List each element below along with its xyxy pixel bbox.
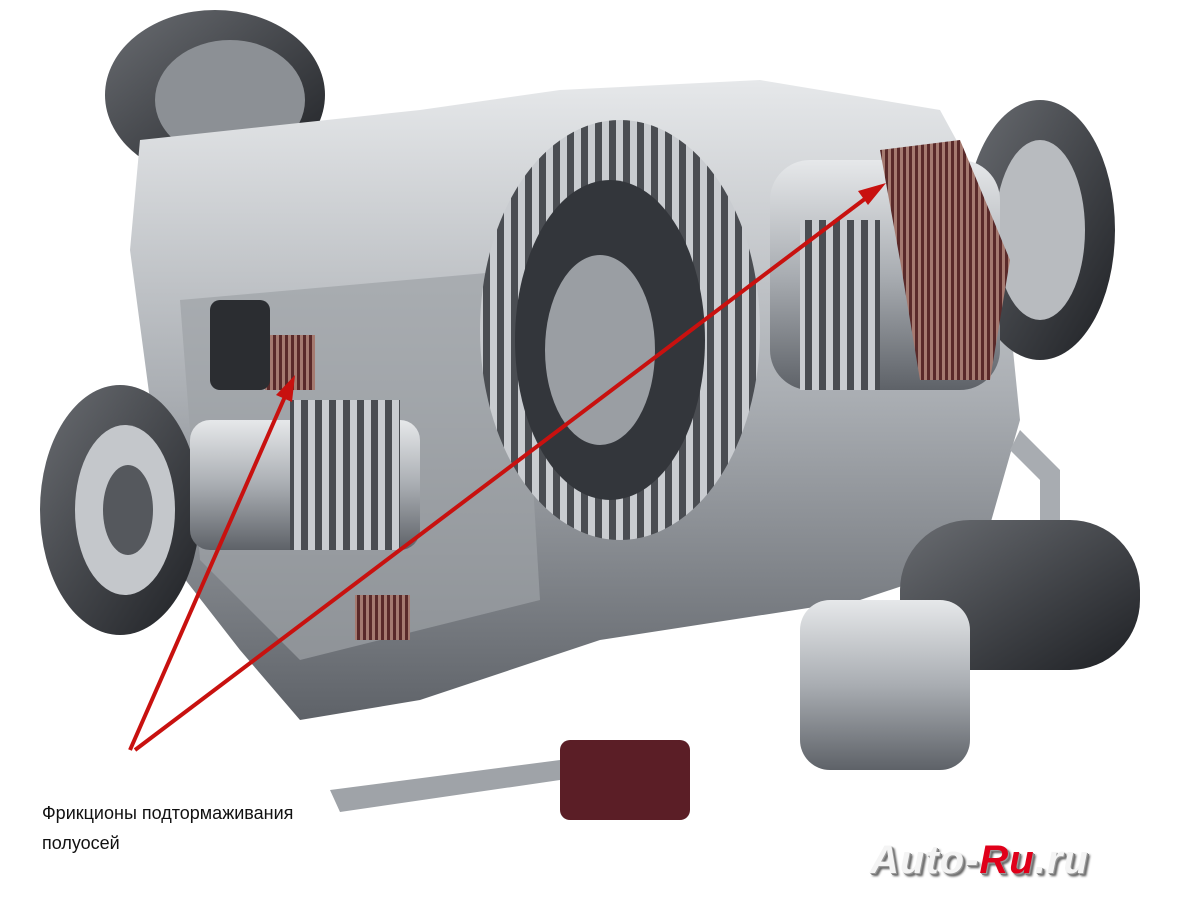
caption-line-2: полуосей	[42, 833, 120, 853]
watermark-part-2: Ru	[979, 838, 1035, 882]
ring-gear	[480, 120, 760, 540]
watermark-part-1: Auto-	[870, 838, 980, 882]
pointer-arrows	[128, 183, 886, 752]
caption-line-1: Фрикционы подтормаживания	[42, 803, 294, 823]
watermark-logo: Auto-Ru.ru	[870, 838, 1089, 883]
caption: Фрикционы подтормаживания полуосей	[42, 798, 293, 858]
arrow-left-clutch	[128, 391, 289, 751]
arrow-right-clutch	[133, 193, 872, 752]
arrowhead-left	[276, 375, 295, 402]
watermark-part-3: .ru	[1034, 838, 1089, 882]
clutch-packs	[210, 140, 1010, 640]
left-flange	[40, 385, 420, 635]
actuator-motor	[330, 430, 1140, 820]
arrowhead-right	[858, 183, 886, 205]
